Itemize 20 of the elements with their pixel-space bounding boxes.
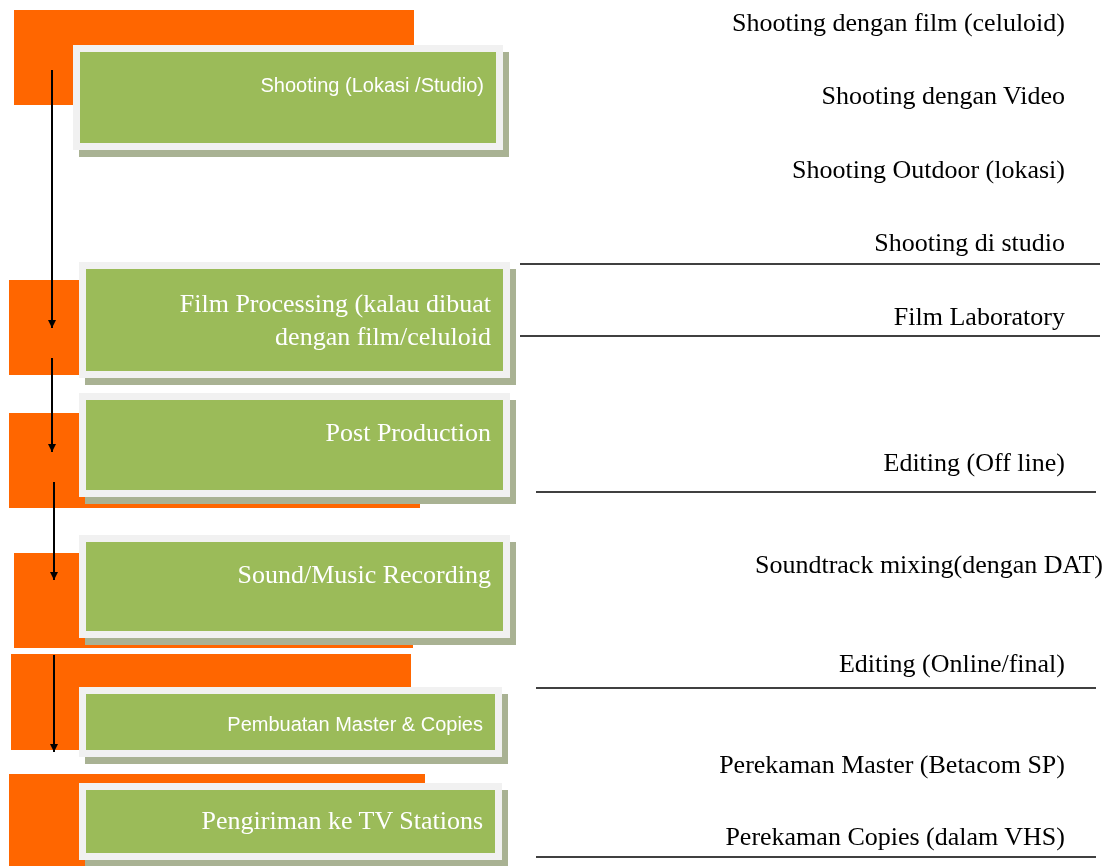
note-text: Film Laboratory <box>893 302 1065 332</box>
note-text: Editing (Off line) <box>883 448 1065 478</box>
note-text: Soundtrack mixing(dengan DAT) <box>754 550 1103 580</box>
note-text: Shooting Outdoor (lokasi) <box>792 155 1065 185</box>
arrow <box>48 357 56 453</box>
arrow <box>48 69 56 329</box>
step-label: Pengiriman ke TV Stations <box>200 805 483 837</box>
step-label: Post Production <box>324 417 491 449</box>
step-label: Pembuatan Master & Copies <box>226 712 483 737</box>
note-text: Perekaman Copies (dalam VHS) <box>725 822 1065 852</box>
note-text: Editing (Online/final) <box>839 649 1065 679</box>
step-label: Film Processing (kalau dibuat dengan film/celuloid <box>178 288 491 354</box>
note-text: Shooting dengan film (celuloid) <box>732 8 1065 38</box>
note-text: Shooting di studio <box>874 228 1065 258</box>
arrow <box>50 481 58 581</box>
arrow <box>50 654 58 753</box>
step-label: Sound/Music Recording <box>236 559 491 591</box>
note-text: Perekaman Master (Betacom SP) <box>719 750 1065 780</box>
step-label: Shooting (Lokasi /Studio) <box>259 73 484 98</box>
note-text: Shooting dengan Video <box>821 81 1065 111</box>
